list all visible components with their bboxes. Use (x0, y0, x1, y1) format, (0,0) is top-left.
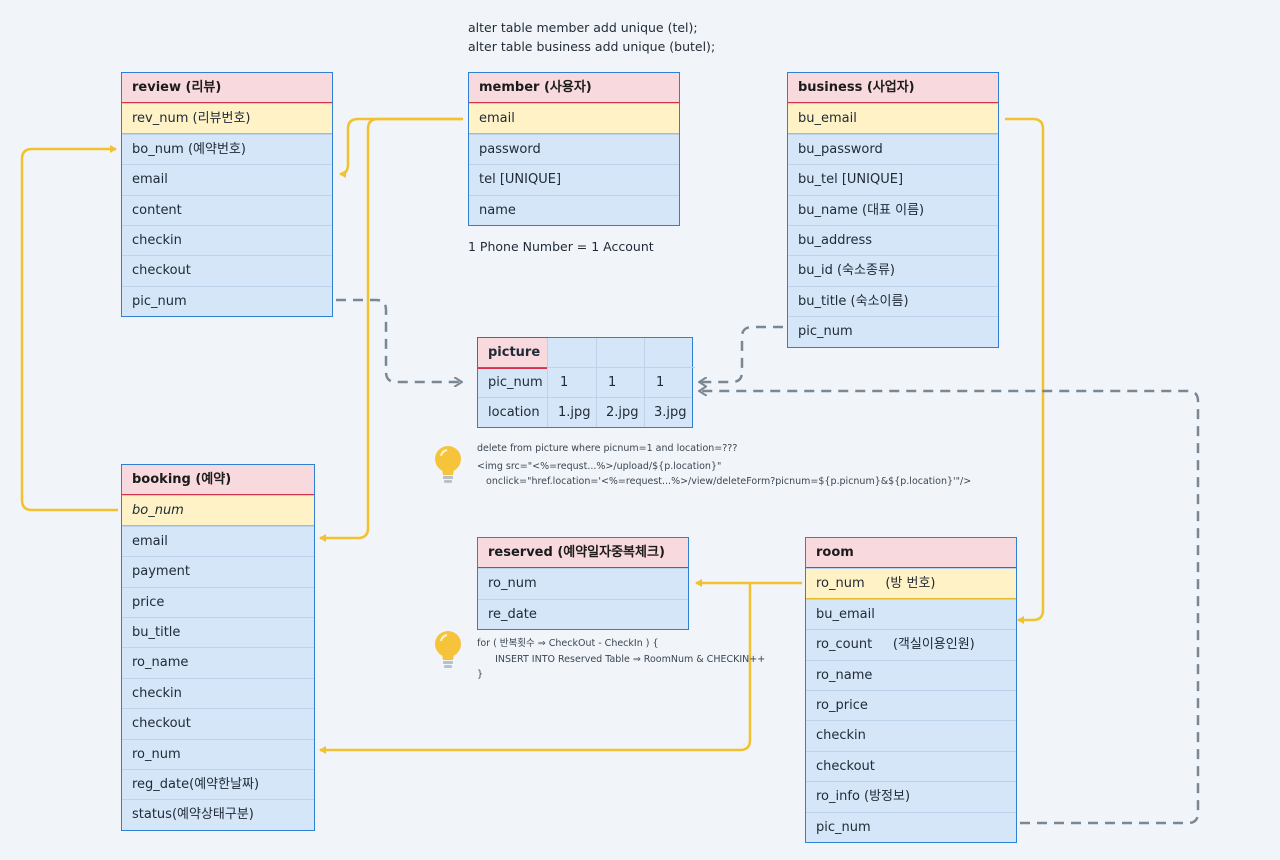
room-field-ro-name: ro_name (806, 659, 1016, 690)
member-table-title: member (사용자) (469, 73, 679, 104)
booking-field-checkout: checkout (122, 708, 314, 738)
picture-code-line: delete from picture where picnum=1 and l… (477, 443, 738, 454)
booking-field-payment: payment (122, 556, 314, 586)
picture-cell: 3.jpg (654, 405, 687, 420)
member-note: 1 Phone Number = 1 Account (468, 239, 654, 254)
room-field-ro-info: ro_info (방정보) (806, 781, 1016, 811)
review-field-checkout: checkout (122, 255, 332, 285)
member-field-email: email (469, 103, 679, 134)
business-field-bu-email: bu_email (788, 103, 998, 134)
booking-field-status: status(예약상태구분) (122, 799, 314, 829)
reserved-code-line: } (477, 669, 484, 680)
reserved-field-ro-num: ro_num (478, 568, 688, 598)
alter-business-line: alter table business add unique (butel); (468, 39, 716, 54)
reserved-code-line: INSERT INTO Reserved Table ⇒ RoomNum & C… (477, 653, 766, 665)
review-field-bo-num: bo_num (예약번호) (122, 133, 332, 164)
review-field-content: content (122, 194, 332, 225)
member-field-name: name (469, 194, 679, 225)
booking-field-email: email (122, 525, 314, 556)
picture-title-cell (476, 336, 548, 369)
business-field-pic-num: pic_num (788, 316, 998, 346)
review-field-email: email (122, 164, 332, 194)
booking-field-ro-name: ro_name (122, 647, 314, 677)
fk-booking-review (20, 145, 118, 512)
booking-field-price: price (122, 586, 314, 617)
alter-member-line: alter table member add unique (tel); (468, 20, 698, 35)
review-field-rev-num: rev_num (리뷰번호) (122, 103, 332, 134)
room-table-title: room (806, 538, 1016, 569)
fk-business-room (1005, 117, 1045, 624)
reserved-table-title: reserved (예약일자중복체크) (478, 538, 688, 569)
business-field-bu-title: bu_title (숙소이름) (788, 285, 998, 316)
business-field-bu-name: bu_name (대표 이름) (788, 194, 998, 225)
picture-label-pic-num: pic_num (488, 375, 543, 390)
member-field-tel: tel [UNIQUE] (469, 164, 679, 194)
picture-code-line: onclick="href.location='<%=request...%>/… (477, 476, 972, 487)
grid-line (547, 367, 695, 368)
booking-table-title: booking (예약) (122, 465, 314, 496)
alter-table-note: alter table member add unique (tel); alt… (468, 18, 715, 56)
review-table-title: review (리뷰) (122, 73, 332, 104)
grid-line (596, 338, 597, 427)
picture-code-line: <img src="<%=requst...%>/upload/${p.loca… (477, 460, 722, 472)
reserved-code-line: for ( 반복횟수 ⇒ CheckOut - CheckIn ) { (477, 638, 659, 649)
review-field-pic-num: pic_num (122, 285, 332, 316)
fk-member-booking (319, 117, 463, 542)
business-field-bu-id: bu_id (숙소종류) (788, 255, 998, 285)
room-field-ro-price: ro_price (806, 689, 1016, 720)
business-field-bu-password: bu_password (788, 133, 998, 164)
picture-cell: 1.jpg (558, 405, 591, 420)
picture-label-location: location (488, 405, 540, 420)
review-field-checkin: checkin (122, 224, 332, 255)
business-table[interactable]: business (사업자) bu_email bu_password bu_t… (787, 72, 999, 348)
booking-table[interactable]: booking (예약) bo_num email payment price … (121, 464, 315, 831)
reserved-field-re-date: re_date (478, 598, 688, 629)
fk-member-review (339, 117, 463, 178)
picture-cell: 1 (656, 375, 665, 390)
room-field-ro-num: ro_num (방 번호) (806, 568, 1016, 599)
room-field-ro-count: ro_count (객실이용인원) (806, 629, 1016, 659)
reserved-table[interactable]: reserved (예약일자중복체크) ro_num re_date (477, 537, 689, 631)
grid-line (547, 338, 548, 427)
picture-cell: 2.jpg (606, 405, 639, 420)
picture-cell: 1 (608, 375, 617, 390)
booking-field-reg-date: reg_date(예약한날짜) (122, 768, 314, 799)
booking-field-bu-title: bu_title (122, 616, 314, 647)
business-field-bu-address: bu_address (788, 224, 998, 255)
room-field-pic-num: pic_num (806, 811, 1016, 842)
room-table[interactable]: room ro_num (방 번호) bu_email ro_count (객실… (805, 537, 1017, 843)
room-field-checkin: checkin (806, 720, 1016, 750)
reserved-code-note: for ( 반복횟수 ⇒ CheckOut - CheckIn ) { INSE… (477, 636, 765, 683)
booking-field-bo-num: bo_num (122, 495, 314, 526)
room-field-bu-email: bu_email (806, 598, 1016, 629)
picture-table[interactable]: picture pic_num 1 1 1 location 1.jpg 2.j… (476, 336, 695, 428)
grid-line (644, 338, 645, 427)
picture-code-note: delete from picture where picnum=1 and l… (477, 441, 971, 490)
grid-line (478, 397, 692, 398)
pic-review-picture (336, 298, 461, 382)
room-field-checkout: checkout (806, 750, 1016, 781)
member-field-password: password (469, 133, 679, 164)
member-table[interactable]: member (사용자) email password tel [UNIQUE]… (468, 72, 680, 226)
review-table[interactable]: review (리뷰) rev_num (리뷰번호) bo_num (예약번호)… (121, 72, 333, 318)
business-table-title: business (사업자) (788, 73, 998, 104)
pic-room-picture (700, 391, 1200, 825)
fk-room-booking (319, 583, 752, 754)
picture-table-title: picture (488, 345, 541, 360)
booking-field-ro-num: ro_num (122, 738, 314, 769)
pic-business-picture (700, 325, 783, 382)
business-field-bu-tel: bu_tel [UNIQUE] (788, 164, 998, 194)
lightbulb-icon (435, 631, 461, 668)
picture-cell: 1 (560, 375, 569, 390)
lightbulb-icon (435, 446, 461, 483)
booking-field-checkin: checkin (122, 677, 314, 708)
